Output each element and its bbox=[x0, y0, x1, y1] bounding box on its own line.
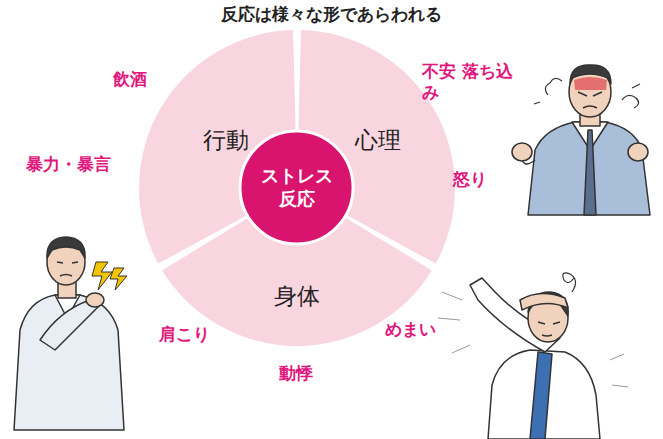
symptom-label: 動悸 bbox=[279, 363, 313, 384]
center-label: ストレス 反応 bbox=[254, 165, 340, 210]
symptom-label: 暴力・暴言 bbox=[26, 154, 111, 175]
shoulder-pain-man bbox=[14, 237, 127, 430]
diagram-title: 反応は様々な形であらわれる bbox=[221, 3, 442, 26]
center-circle: ストレス 反応 bbox=[240, 131, 353, 244]
category-name: 身体 bbox=[274, 281, 320, 312]
symptom-label: めまい bbox=[385, 319, 436, 340]
dizzy-man bbox=[438, 273, 628, 439]
symptom-label: 肩こり bbox=[159, 324, 210, 345]
symptom-label: 怒り bbox=[453, 169, 487, 190]
symptom-label: 飲酒 bbox=[113, 69, 147, 90]
category-name: 心理 bbox=[355, 125, 401, 156]
angry-man bbox=[512, 65, 650, 215]
symptom-label: 不安 落ち込み bbox=[422, 61, 518, 104]
category-name: 行動 bbox=[203, 125, 249, 156]
circle-fill bbox=[240, 131, 353, 244]
